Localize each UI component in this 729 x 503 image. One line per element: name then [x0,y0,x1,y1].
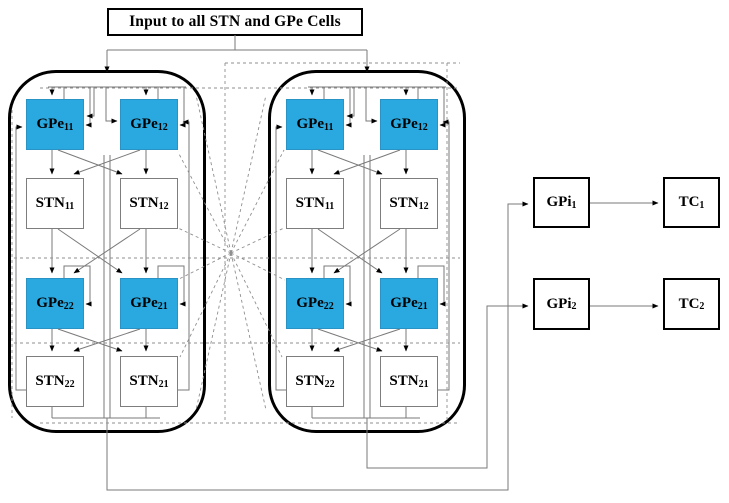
node-label: STN [389,195,419,211]
node-label: GPe [296,295,324,311]
node-label: STN [295,373,325,389]
node-label-sub: 2 [699,301,705,312]
node-label: STN [35,373,65,389]
node-label-sub: 12 [158,200,169,212]
node-label-sub: 11 [324,121,334,133]
node-label: STN [35,195,65,211]
node-label: GPe [130,295,158,311]
node-label: STN [129,195,159,211]
node-label: GPe [390,116,418,132]
node-label: GPe [36,116,65,132]
node-label-sub: 22 [64,378,75,390]
node-label-sub: 1 [571,199,577,211]
node-label: TC [678,194,700,210]
node-label-sub: 1 [699,199,705,211]
node-label-sub: 22 [323,300,334,312]
node-label: GPi [546,194,572,210]
node-label: GPe [296,116,325,132]
node-label-sub: 12 [417,121,428,133]
node-label: STN [389,373,419,389]
node-label-sub: 21 [418,378,429,390]
node-label-sub: 11 [64,200,75,212]
node-label-sub: 22 [324,378,335,390]
node-label: TC [678,295,700,312]
node-label: STN [295,195,325,211]
node-label-sub: 11 [324,200,335,212]
diagram-title: Input to all STN and GPe Cells [129,13,341,30]
node-label-sub: 21 [157,300,168,312]
node-label: GPe [390,295,418,311]
node-label-sub: 2 [571,301,577,312]
node-label-sub: 22 [63,300,74,312]
node-label-sub: 21 [158,378,169,390]
input-title-box: Input to all STN and GPe Cells [107,8,363,36]
node-label-sub: 12 [157,121,168,133]
node-label: STN [129,373,159,389]
node-label: GPe [130,116,158,132]
node-label-sub: 11 [64,121,74,133]
node-label: GPe [36,295,64,311]
node-label: GPi [546,295,572,312]
node-label-sub: 21 [417,300,428,312]
node-label-sub: 12 [418,200,429,212]
